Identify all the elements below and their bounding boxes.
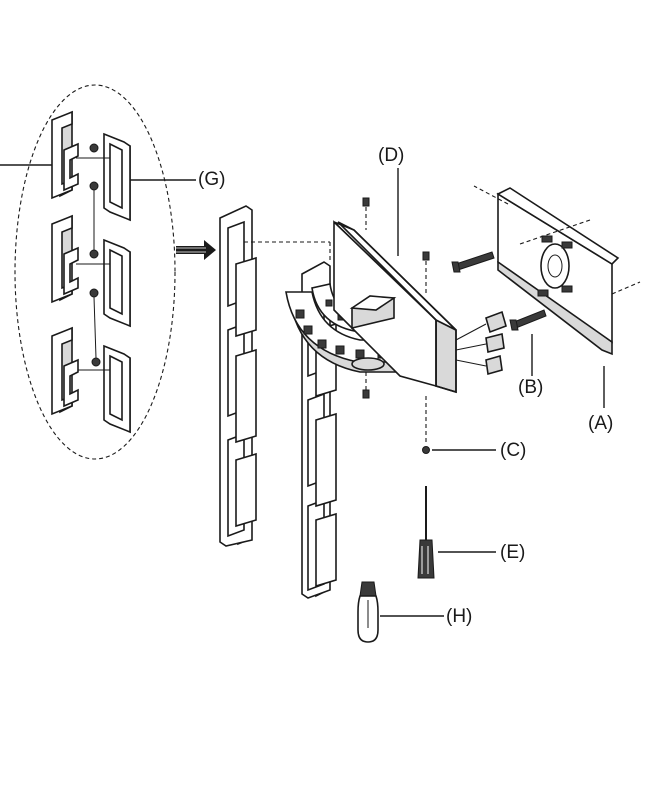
label-b: (B): [518, 377, 544, 398]
bracket-guide: [519, 219, 591, 245]
detail-pin: [89, 288, 99, 298]
label-c: (C): [500, 440, 527, 461]
wire-connector-icon: [455, 310, 533, 376]
screw-head: [362, 389, 370, 399]
bracket-center-hole: [547, 254, 563, 278]
chain-detail-callout: [0, 84, 196, 460]
light-bulb-icon: [357, 581, 444, 643]
mounting-bracket-icon: [473, 185, 641, 408]
detail-pin: [89, 181, 99, 191]
label-a: (A): [588, 413, 614, 434]
chain-link-icon: [103, 238, 131, 328]
chain-link-icon: [103, 132, 131, 222]
detail-pin: [89, 249, 99, 259]
canopy-plate-icon: [333, 168, 457, 399]
bolt-icon: [509, 309, 547, 331]
detail-ellipse: [14, 84, 176, 460]
screw-head: [362, 197, 370, 207]
label-e: (E): [500, 542, 526, 563]
detail-pin: [89, 143, 99, 153]
screw-icon: [422, 396, 496, 454]
chain-link-icon: [51, 214, 79, 304]
detail-pin-line: [93, 296, 97, 359]
detail-pin: [91, 357, 101, 367]
label-h: (H): [446, 606, 473, 627]
chain-link-icon: [103, 344, 131, 434]
label-g: (G): [198, 169, 226, 190]
right-arrow-icon: [176, 240, 216, 260]
chain-assembly-left: [219, 205, 331, 547]
chain-link-icon: [51, 110, 79, 200]
bolt-icon: [451, 251, 495, 273]
canopy-box: [349, 295, 397, 330]
screw-head: [422, 251, 430, 261]
bracket-guide: [611, 281, 641, 295]
label-d: (D): [378, 145, 405, 166]
screwdriver-icon: [417, 486, 496, 579]
arm-cap: [351, 357, 385, 371]
chain-link-icon: [51, 326, 79, 416]
